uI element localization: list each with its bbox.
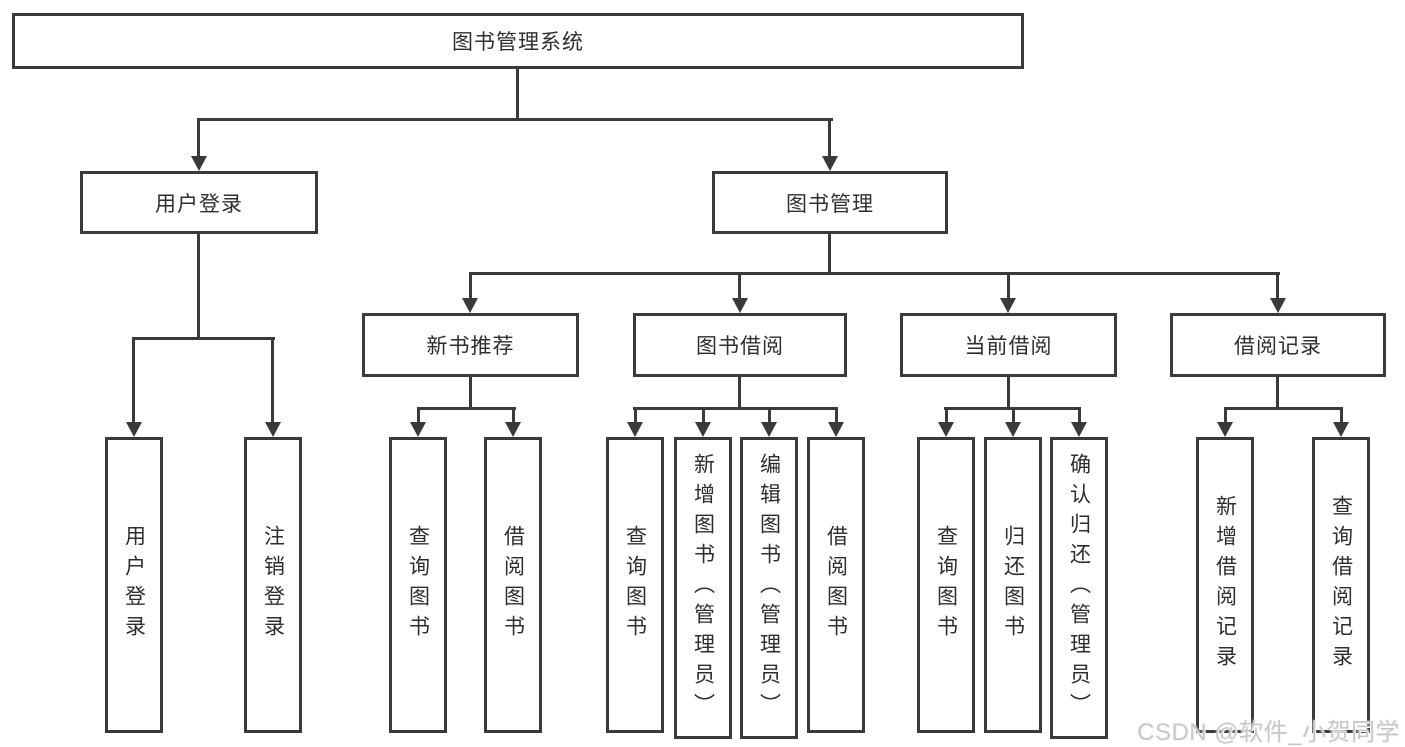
leaf-add-book-admin: 新增图书（管理员） [674,437,732,739]
connector-records-down [1276,377,1279,410]
connector-user-login-stem [197,118,200,158]
node-user-login-label: 用户登录 [155,192,243,216]
connector-leaf10-stem [1224,407,1227,424]
connector-currentborrow-stem [1007,272,1010,300]
arrowhead-leaf-logout [265,422,281,437]
leaf-add-borrow-record: 新增借阅记录 [1196,437,1254,733]
node-borrow-records: 借阅记录 [1170,313,1386,377]
node-new-book-recommend-label: 新书推荐 [426,335,515,358]
leaf-return-book-label: 归还图书 [1001,525,1025,645]
arrowhead-leaf-add-record [1217,422,1233,437]
connector-currentborrow-down [1007,377,1010,410]
node-book-management-label: 图书管理 [786,192,874,216]
leaf-user-login: 用户登录 [105,437,163,733]
connector-recommend-down [469,377,472,410]
csdn-watermark: CSDN @软件_小贺同学 [1137,719,1400,746]
arrowhead-leaf-add-book [695,422,711,437]
leaf-borrow-books-recommend: 借阅图书 [484,437,542,733]
leaf-query-books-current: 查询图书 [917,437,975,733]
node-book-borrow-label: 图书借阅 [696,335,784,358]
connector-recommend-leafbranch [417,407,516,410]
arrowhead-leaf-return-book [1005,422,1021,437]
arrowhead-currentborrow [1000,298,1016,313]
arrowhead-leaf-query-record [1333,422,1349,437]
connector-leaf-login-stem [132,337,135,424]
connector-leaf5-stem [768,407,771,424]
leaf-query-books-current-label: 查询图书 [934,525,958,645]
connector-leaf6-stem [835,407,838,424]
connector-recommend-stem [469,272,472,300]
arrowhead-leaf-confirm-return [1071,422,1087,437]
node-new-book-recommend: 新书推荐 [362,313,579,377]
leaf-borrow-books: 借阅图书 [807,437,865,733]
leaf-confirm-return-admin-label: 确认归还（管理员） [1067,453,1091,723]
connector-mgmt-down [828,234,831,275]
node-current-borrow: 当前借阅 [900,313,1117,377]
leaf-borrow-books-recommend-label: 借阅图书 [501,525,525,645]
node-book-borrow: 图书借阅 [633,313,847,377]
node-root: 图书管理系统 [12,13,1024,69]
connector-leaf11-stem [1340,407,1343,424]
leaf-return-book: 归还图书 [984,437,1042,733]
leaf-query-borrow-record-label: 查询借阅记录 [1329,495,1353,675]
leaf-logout: 注销登录 [244,437,302,733]
leaf-query-books-borrow-label: 查询图书 [623,525,647,645]
arrowhead-leaf-query-recommend [410,422,426,437]
leaf-borrow-books-label: 借阅图书 [824,525,848,645]
node-root-label: 图书管理系统 [452,31,584,54]
connector-bookborrow-stem [738,272,741,300]
connector-bookborrow-down [738,377,741,410]
connector-root-stem [516,69,519,120]
arrowhead-leaf-login [126,422,142,437]
connector-book-management-stem [828,118,831,158]
arrowhead-leaf-borrow-books [828,422,844,437]
connector-login-down [197,234,200,339]
connector-root-branch [197,118,833,121]
connector-leaf8-stem [1012,407,1015,424]
connector-bookborrow-leafbranch [633,407,838,410]
arrowhead-user-login [191,156,207,171]
connector-leaf-logout-stem [271,337,274,424]
connector-records-stem [1276,272,1279,300]
leaf-query-borrow-record: 查询借阅记录 [1312,437,1370,733]
leaf-add-borrow-record-label: 新增借阅记录 [1213,495,1237,675]
connector-leaf1-stem [417,407,420,424]
leaf-edit-book-admin: 编辑图书（管理员） [740,437,798,739]
connector-leaf4-stem [702,407,705,424]
arrowhead-book-management [822,156,838,171]
node-current-borrow-label: 当前借阅 [964,335,1053,358]
arrowhead-bookborrow [732,298,748,313]
leaf-confirm-return-admin: 确认归还（管理员） [1050,437,1108,739]
arrowhead-leaf-query-borrow [627,422,643,437]
arrowhead-leaf-edit-book [761,422,777,437]
leaf-query-books-recommend-label: 查询图书 [406,525,430,645]
leaf-query-books-borrow: 查询图书 [606,437,664,733]
arrowhead-leaf-query-current [938,422,954,437]
connector-mgmt-branch [469,272,1280,275]
leaf-logout-label: 注销登录 [261,525,285,645]
arrowhead-recommend [462,298,478,313]
connector-leaf2-stem [512,407,515,424]
connector-leaf3-stem [634,407,637,424]
leaf-query-books-recommend: 查询图书 [389,437,447,733]
leaf-add-book-admin-label: 新增图书（管理员） [691,453,715,723]
connector-leaf7-stem [945,407,948,424]
connector-records-leafbranch [1224,407,1343,410]
arrowhead-leaf-borrow-recommend [505,422,521,437]
node-borrow-records-label: 借阅记录 [1234,335,1322,358]
connector-login-branch [132,337,275,340]
leaf-edit-book-admin-label: 编辑图书（管理员） [757,453,781,723]
leaf-user-login-label: 用户登录 [122,525,146,645]
arrowhead-records [1270,298,1286,313]
connector-leaf9-stem [1078,407,1081,424]
node-user-login: 用户登录 [80,171,318,234]
node-book-management: 图书管理 [712,171,948,234]
